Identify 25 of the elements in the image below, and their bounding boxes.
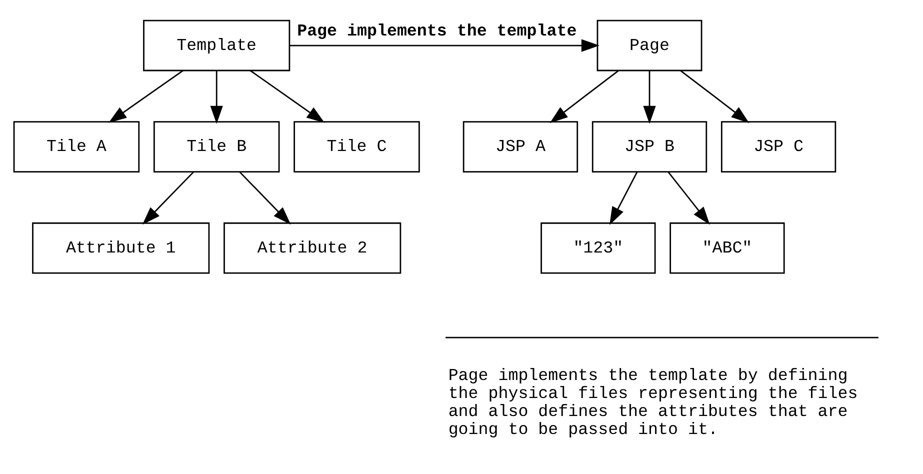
node-box: JSP B: [592, 121, 708, 172]
node-box: Page: [596, 20, 702, 72]
node-box: Tile B: [153, 121, 280, 172]
arrow: [290, 39, 600, 52]
arrow: [610, 172, 638, 225]
arrow: [680, 70, 750, 124]
arrow: [250, 70, 325, 123]
arrow: [643, 70, 656, 124]
node-box: JSP C: [720, 121, 836, 172]
label: Page implements the template by defining the physical files representing the files and also defines the attributes that are going to be passed into it.: [448, 366, 858, 440]
node-box: JSP A: [462, 121, 578, 172]
arrow: [210, 70, 223, 124]
node-box: Attribute 2: [224, 222, 402, 274]
node-box: Tile A: [13, 121, 140, 172]
edge-label: Page implements the template: [297, 21, 577, 40]
node-box: Attribute 1: [32, 222, 210, 274]
arrow: [239, 172, 291, 225]
arrow: [550, 70, 619, 124]
node-box: Tile C: [294, 121, 420, 172]
node-box: Template: [143, 20, 290, 72]
node-box: "ABC": [670, 222, 785, 274]
arrow: [108, 70, 184, 123]
node-box: "123": [540, 222, 656, 274]
arrow: [668, 172, 710, 225]
arrow: [142, 172, 194, 225]
